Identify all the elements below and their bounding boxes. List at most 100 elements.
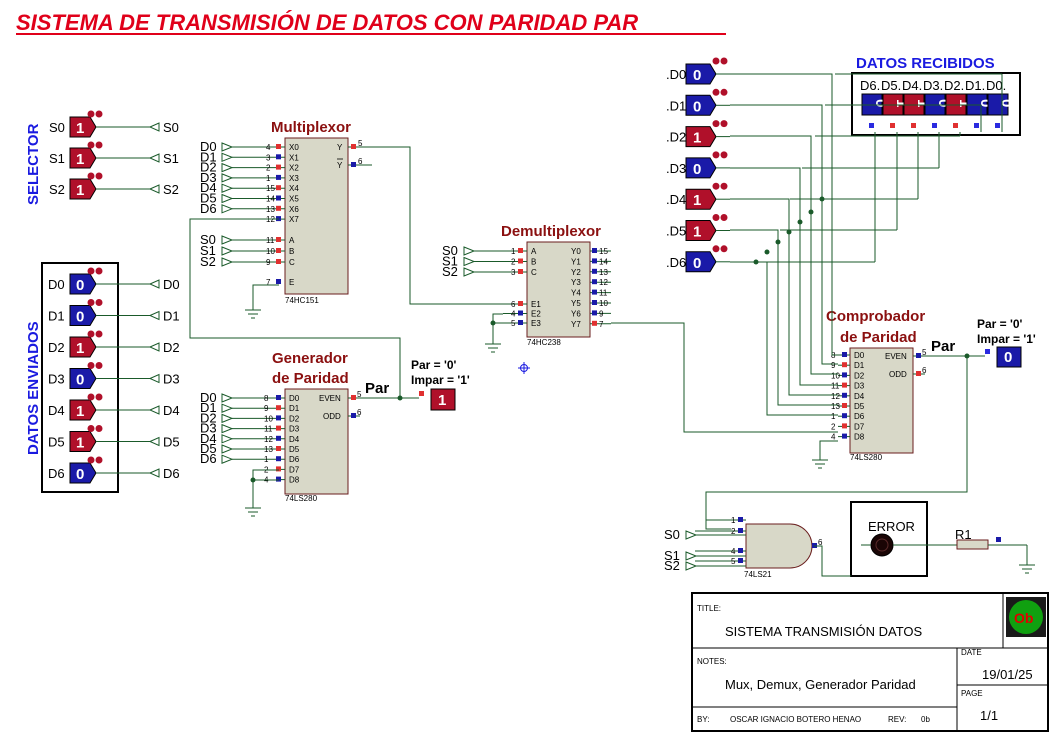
gen-in-d2: D2	[200, 410, 234, 425]
received-probe-value: 0	[693, 98, 701, 115]
mux-pin-name: X7	[289, 215, 299, 224]
demux-chip[interactable]	[526, 241, 591, 338]
received-bit-label: D0.	[986, 78, 1006, 93]
received-bit-label: D5.	[881, 78, 901, 93]
pin-state-marker	[869, 123, 874, 128]
selector-switch-s0-body	[69, 116, 97, 138]
pin-state-marker	[842, 423, 847, 429]
received-bit-label: D1.	[965, 78, 985, 93]
checker-pin-name: ODD	[889, 370, 907, 379]
checker-pin-num: 13	[831, 402, 840, 411]
demux-sel-s1: S1	[442, 254, 476, 269]
sent-terminal-d0-text: D0	[163, 277, 180, 292]
received-probe-label: .D5	[666, 224, 686, 239]
selector-terminal-s1-text: S1	[163, 151, 179, 166]
generator-par-label: Par	[365, 380, 389, 397]
received-probe-label: .D0	[666, 67, 686, 82]
pin-state-marker	[276, 415, 281, 421]
received-header: DATOS RECIBIDOS	[856, 55, 995, 72]
sent-terminal-d2: D2	[148, 340, 180, 355]
demux-pin-num: 2	[511, 258, 516, 267]
demux-sel-s2-text: S2	[442, 264, 458, 279]
checker-par-label: Par	[931, 338, 955, 355]
demux-pin-num: 7	[599, 320, 604, 329]
generator-chip[interactable]	[284, 388, 349, 495]
pin-state-marker	[276, 205, 281, 211]
mux-in-d1-text: D1	[200, 149, 217, 164]
selector-terminal-s1: S1	[148, 151, 179, 166]
gen-pin-name: D0	[289, 394, 300, 403]
received-bit-value: 1	[956, 99, 973, 107]
gen-pin-name: D8	[289, 476, 300, 485]
received-probe-value: 1	[693, 224, 701, 241]
received-bit-label: D3.	[923, 78, 943, 93]
demux-pin-num: 5	[511, 319, 516, 328]
pin-state-marker	[592, 279, 597, 285]
sent-switch-d6-value: 0	[76, 466, 84, 483]
selector-switch-s2-body	[69, 178, 97, 200]
mux-pin-name: Y	[337, 143, 343, 152]
pin-state-marker	[276, 185, 281, 191]
pin-state-marker	[518, 258, 523, 264]
gen-pin-num: 8	[264, 394, 269, 403]
checker-chip[interactable]	[849, 347, 914, 454]
pin-state-marker	[738, 558, 743, 563]
mux-in-d5: D5	[200, 191, 234, 206]
mux-part: 74HC151	[285, 296, 319, 305]
pin-state-marker	[842, 372, 847, 378]
generator-legend-impar: Impar = '1'	[411, 373, 470, 387]
toggle-knob-icon	[712, 245, 728, 253]
ground-icon	[245, 309, 261, 319]
gen-pin-num: 11	[264, 425, 273, 434]
gen-pin-num: 6	[357, 408, 362, 417]
mux-pin-name: X3	[289, 174, 299, 183]
mux-in-d2-text: D2	[200, 160, 217, 175]
selector-terminal-s2: S2	[148, 182, 179, 197]
ground-icon	[245, 507, 261, 517]
pin-state-marker	[276, 405, 281, 411]
mux-chip[interactable]	[284, 137, 349, 295]
gen-pin-name: D2	[289, 414, 300, 423]
and-in-s1: S1	[664, 548, 698, 563]
mux-pin-num: 3	[266, 153, 271, 162]
checker-pin-name: D7	[854, 422, 865, 431]
pin-state-marker	[592, 258, 597, 264]
and-in-s1-text: S1	[664, 548, 680, 563]
and-pin-num: 2	[731, 527, 736, 536]
mux-pin-name: C	[289, 258, 295, 267]
received-probe-label: .D4	[666, 192, 686, 207]
checker-pin-name: D3	[854, 382, 865, 391]
mux-pin-num: 13	[266, 205, 275, 214]
mux-pin-num: 14	[266, 195, 275, 204]
pin-state-marker	[276, 279, 281, 284]
checker-probe-pin	[985, 349, 990, 354]
demux-pin-name: E2	[531, 310, 541, 319]
received-bit-label: D4.	[902, 78, 922, 93]
toggle-knob-icon	[712, 88, 728, 96]
received-display: D6.0D5.1D4.1D3.0D2.1D1.0D0.0	[860, 78, 1015, 128]
and-gate[interactable]	[745, 523, 813, 569]
gen-pin-name: D1	[289, 404, 300, 413]
sent-switch-d4-value: 1	[76, 403, 84, 420]
ground-icon	[485, 343, 501, 353]
selector-terminal-s0-text: S0	[163, 120, 179, 135]
mux-pin-num: 11	[266, 236, 275, 245]
pin-state-marker	[738, 548, 743, 553]
gen-in-d3: D3	[200, 421, 234, 436]
tb-date-label: DATE	[961, 648, 982, 657]
checker-pin-num: 1	[831, 412, 836, 421]
tb-date: 19/01/25	[982, 667, 1033, 682]
selector-terminal-s2-text: S2	[163, 182, 179, 197]
